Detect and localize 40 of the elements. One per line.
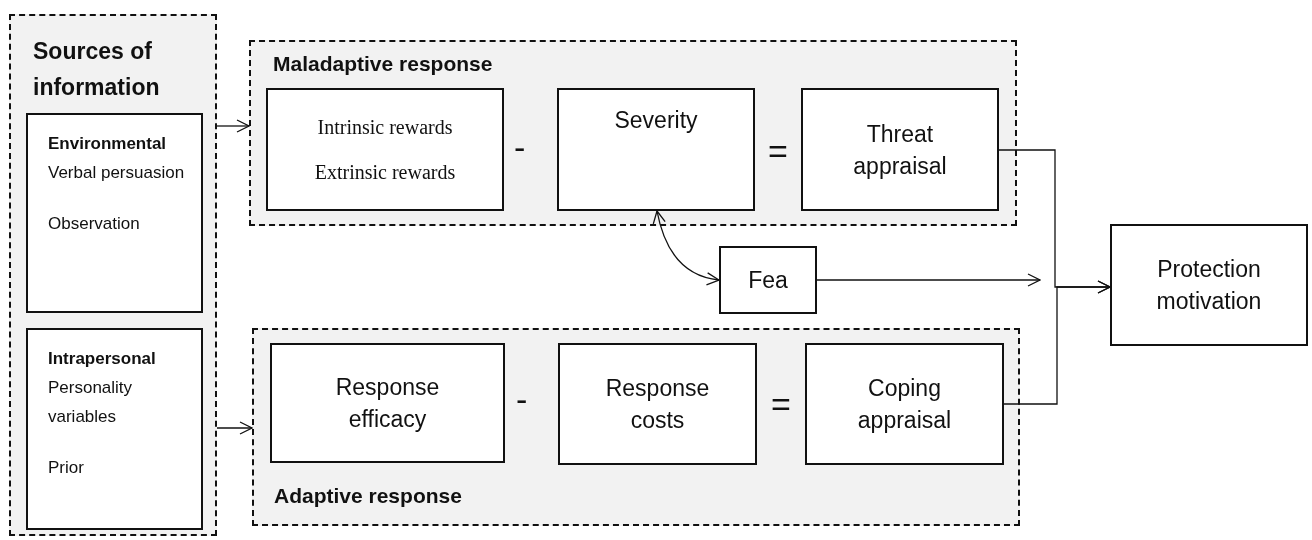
box-heading: Environmental bbox=[48, 133, 168, 155]
process-box bbox=[266, 88, 504, 211]
arrow bbox=[816, 273, 1041, 287]
group-panel bbox=[252, 328, 1020, 526]
box-label: Protection motivation bbox=[1155, 255, 1263, 316]
box-label: Severity bbox=[614, 106, 698, 135]
group-panel bbox=[249, 40, 1017, 226]
group-title: Sources of information bbox=[33, 37, 161, 102]
group-panel bbox=[9, 14, 217, 536]
operator-sign: - bbox=[516, 382, 528, 416]
process-box bbox=[270, 343, 505, 463]
group-title: Adaptive response bbox=[274, 483, 463, 509]
box-label: Response efficacy bbox=[334, 373, 441, 434]
box-text: Personality variables bbox=[48, 377, 134, 428]
info-box bbox=[26, 328, 203, 530]
process-box bbox=[805, 343, 1004, 465]
box-label: Threat appraisal bbox=[852, 119, 948, 181]
box-label: Intrinsic rewards bbox=[317, 114, 453, 140]
box-label: Response costs bbox=[604, 374, 711, 435]
arrow bbox=[653, 210, 720, 285]
info-box bbox=[26, 113, 203, 313]
box-text: Observation bbox=[48, 213, 141, 235]
operator-sign: - bbox=[514, 130, 526, 164]
box-text: Prior bbox=[48, 457, 85, 479]
arrow bbox=[216, 119, 250, 133]
arrow bbox=[1003, 280, 1111, 405]
box-label: Fea bbox=[748, 266, 788, 295]
process-box bbox=[719, 246, 817, 314]
box-text: Verbal persuasion bbox=[48, 162, 186, 184]
process-box bbox=[1110, 224, 1308, 346]
arrow bbox=[216, 421, 253, 435]
box-label: Extrinsic rewards bbox=[314, 160, 456, 186]
operator-sign: = bbox=[771, 387, 791, 421]
box-heading: Intrapersonal bbox=[48, 348, 157, 370]
group-title: Maladaptive response bbox=[273, 51, 494, 77]
process-box bbox=[557, 88, 755, 211]
process-box bbox=[801, 88, 999, 211]
box-label: Coping appraisal bbox=[856, 374, 953, 435]
operator-sign: = bbox=[768, 134, 788, 168]
process-box bbox=[558, 343, 757, 465]
